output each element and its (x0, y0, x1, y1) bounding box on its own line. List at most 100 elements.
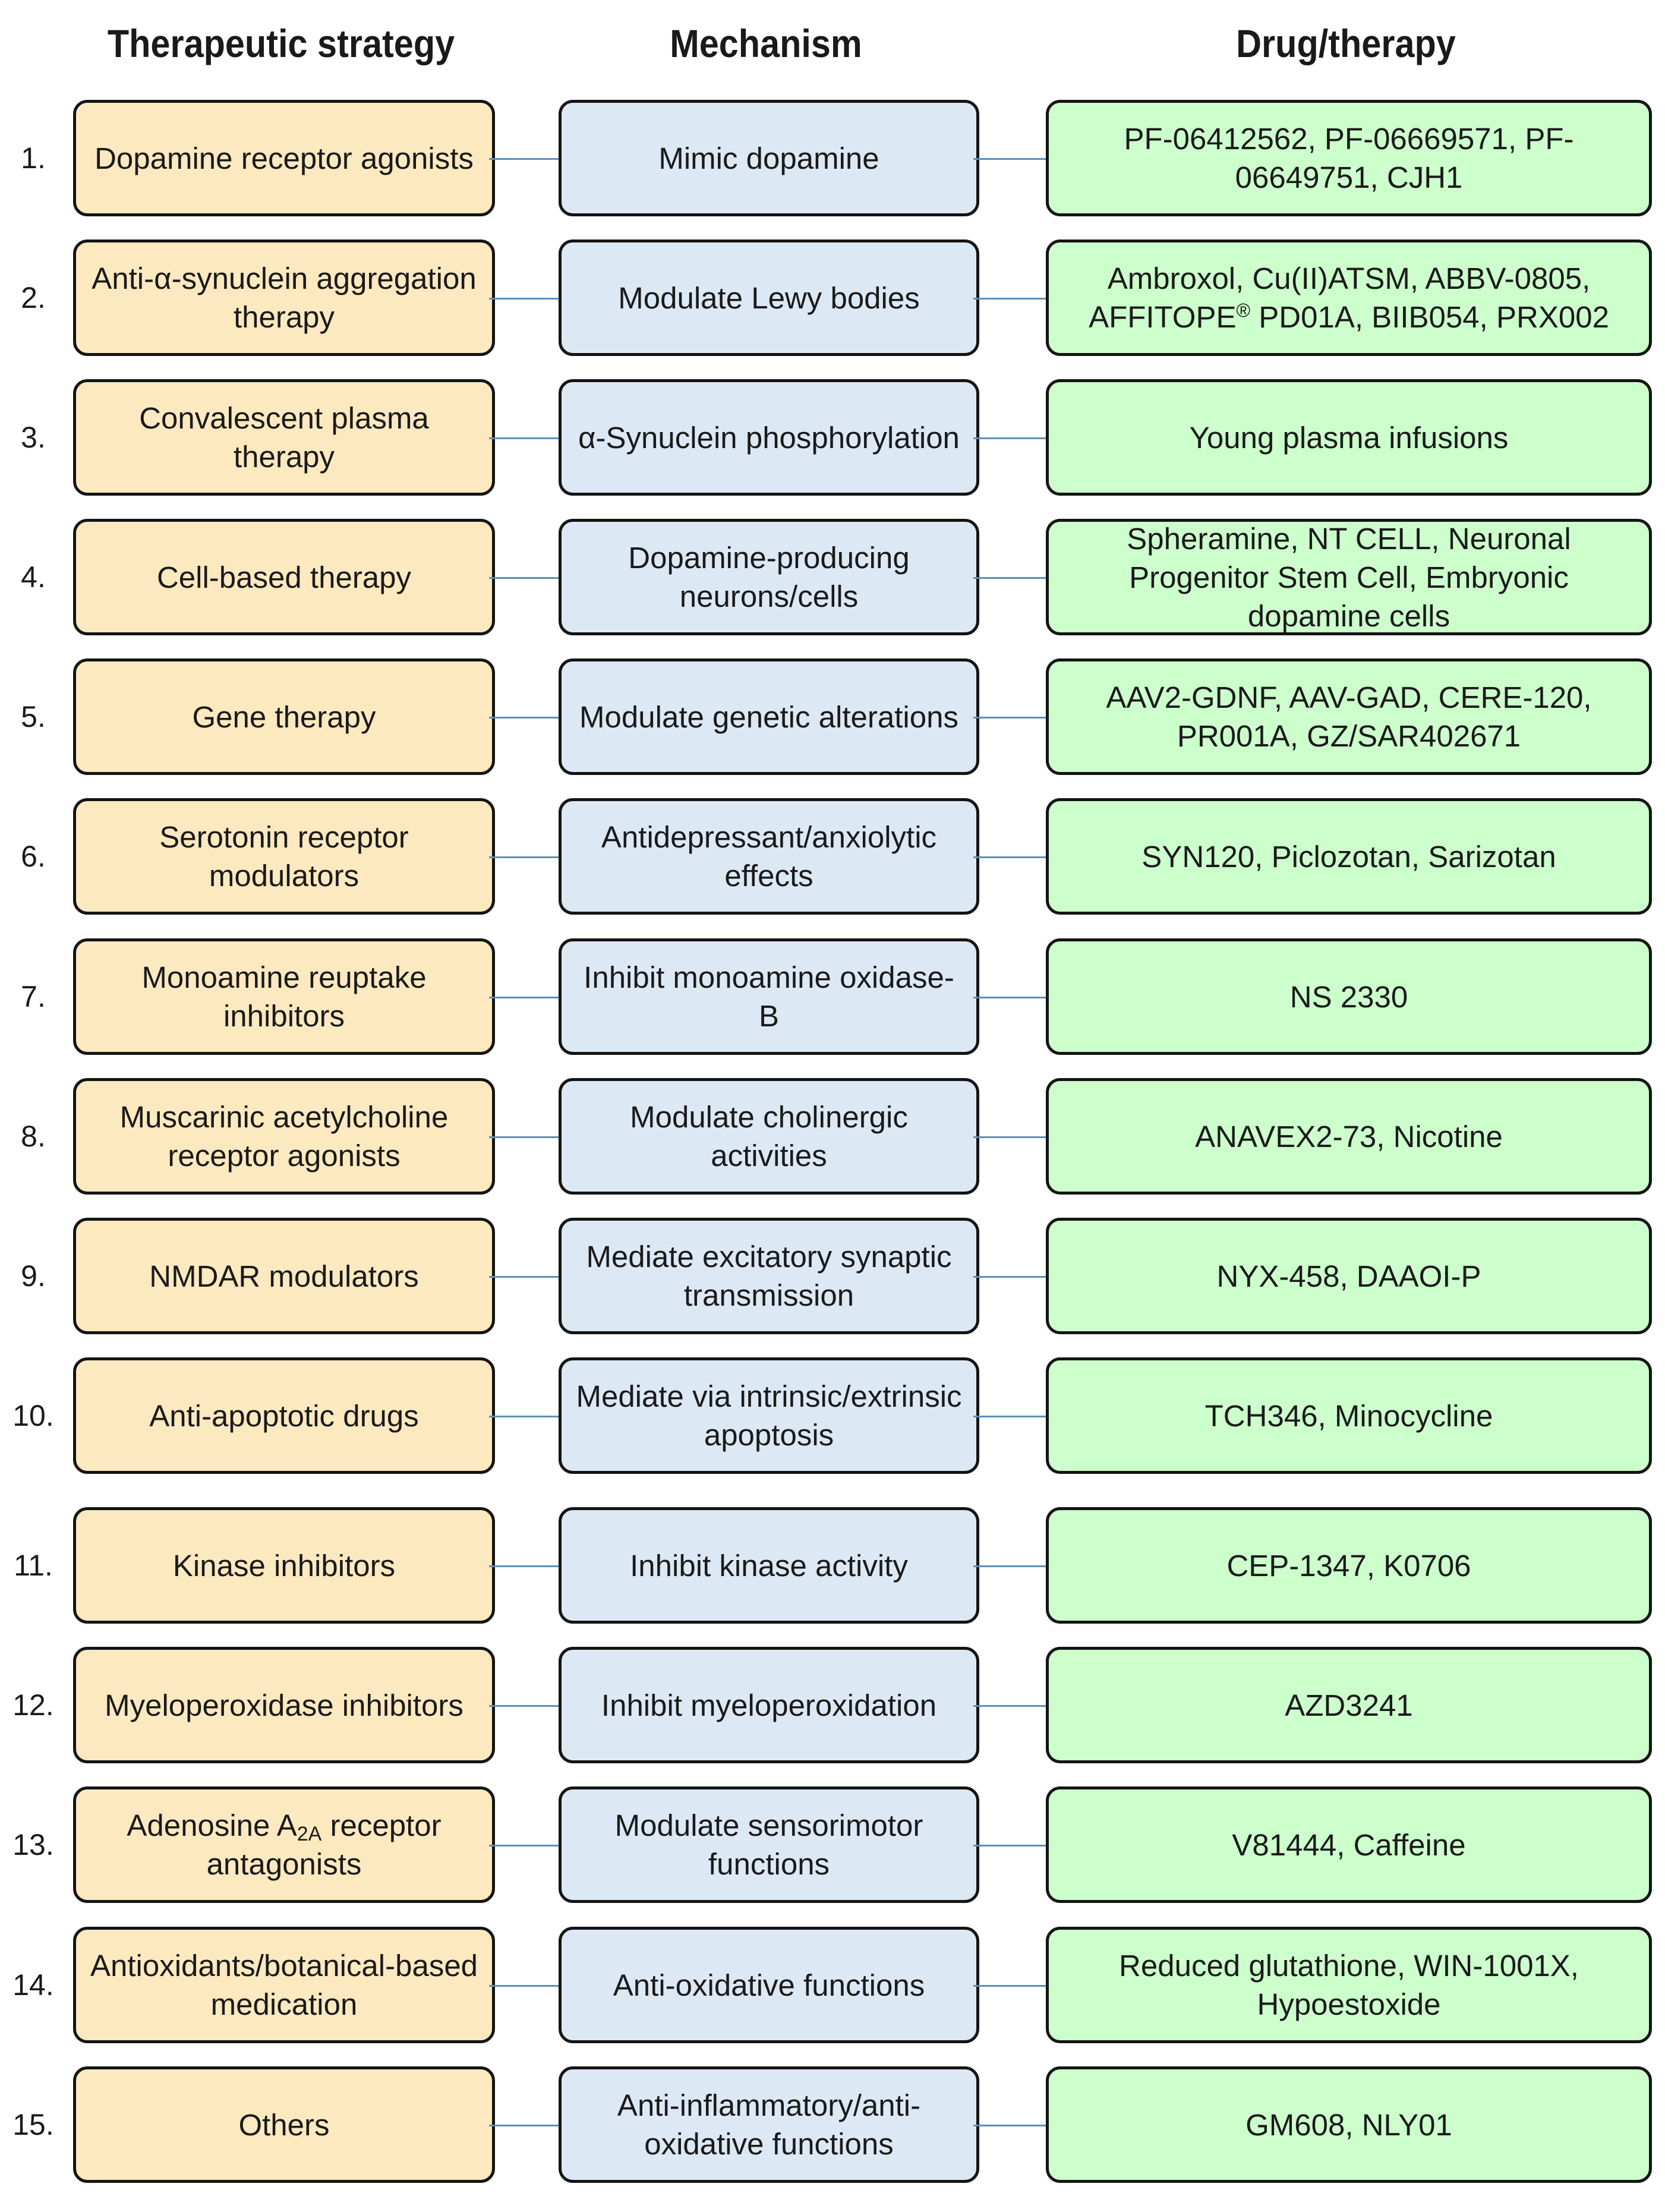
connector-line (973, 1985, 1046, 1987)
row-number: 7. (21, 980, 46, 1013)
connector-line (489, 717, 559, 719)
drug-text: NS 2330 (1289, 979, 1408, 1014)
drug-box: PF-06412562, PF-06669571, PF-06649751, C… (1046, 100, 1652, 216)
row-number: 8. (21, 1120, 46, 1153)
table-row: 2. Anti-α-synuclein aggregation therapy … (0, 240, 1665, 356)
drug-box: Ambroxol, Cu(II)ATSM, ABBV-0805, AFFITOP… (1046, 240, 1652, 356)
table-row: 8. Muscarinic acetylcholine receptor ago… (0, 1078, 1665, 1195)
table-row: 13. Adenosine A2A receptor antagonists M… (0, 1786, 1665, 1903)
mechanism-text: Mimic dopamine (658, 141, 879, 175)
mechanism-text: Mediate via intrinsic/extrinsic apoptosi… (576, 1379, 962, 1452)
row-number: 14. (12, 1968, 54, 2002)
row-number: 5. (21, 700, 46, 733)
drug-text: Reduced glutathione, WIN-1001X, Hypoesto… (1119, 1949, 1579, 2021)
drug-box: V81444, Caffeine (1046, 1786, 1652, 1903)
row-number: 10. (12, 1399, 54, 1432)
connector-line (973, 717, 1046, 719)
drug-text: CEP-1347, K0706 (1226, 1548, 1471, 1583)
connector-line (973, 856, 1046, 858)
mechanism-text: Modulate Lewy bodies (618, 281, 920, 315)
strategy-box: Serotonin receptor modulators (73, 798, 495, 915)
row-number: 9. (21, 1259, 46, 1293)
mechanism-box: α-Synuclein phosphorylation (559, 379, 979, 496)
mechanism-box: Modulate Lewy bodies (559, 240, 979, 356)
drug-text: SYN120, Piclozotan, Sarizotan (1141, 839, 1556, 874)
table-row: 1. Dopamine receptor agonists Mimic dopa… (0, 100, 1665, 216)
drug-text: Young plasma infusions (1189, 420, 1509, 455)
mechanism-text: Antidepressant/anxiolytic effects (601, 820, 937, 893)
drug-text: ANAVEX2-73, Nicotine (1195, 1119, 1503, 1154)
header-therapeutic-strategy: Therapeutic strategy (107, 21, 455, 65)
table-row: 12. Myeloperoxidase inhibitors Inhibit m… (0, 1647, 1665, 1763)
drug-box: NS 2330 (1046, 938, 1652, 1055)
connector-line (489, 158, 559, 160)
mechanism-text: Mediate excitatory synaptic transmission (586, 1240, 952, 1312)
mechanism-text: Inhibit monoamine oxidase-B (584, 960, 954, 1033)
connector-line (489, 997, 559, 998)
connector-line (489, 1136, 559, 1138)
drug-text: AZD3241 (1285, 1688, 1413, 1722)
mechanism-text: α-Synuclein phosphorylation (578, 420, 960, 455)
strategy-box: Antioxidants/botanical-based medication (73, 1927, 495, 2043)
mechanism-box: Mimic dopamine (559, 100, 979, 216)
table-row: 5. Gene therapy Modulate genetic alterat… (0, 658, 1665, 775)
row-number: 11. (14, 1549, 53, 1582)
connector-line (973, 1845, 1046, 1847)
mechanism-text: Inhibit myeloperoxidation (601, 1688, 937, 1722)
connector-line (973, 997, 1046, 998)
connector-line (973, 2125, 1046, 2126)
connector-line (973, 437, 1046, 439)
mechanism-box: Inhibit kinase activity (559, 1507, 979, 1624)
strategy-text: Others (238, 2107, 330, 2142)
strategy-box: Anti-α-synuclein aggregation therapy (73, 240, 495, 356)
drug-box: NYX-458, DAAOI-P (1046, 1218, 1652, 1334)
connector-line (489, 2125, 559, 2126)
drug-box: Young plasma infusions (1046, 379, 1652, 496)
strategy-text: Anti-α-synuclein aggregation therapy (92, 261, 477, 334)
mechanism-text: Anti-inflammatory/anti-oxidative functio… (617, 2088, 921, 2161)
drug-text: NYX-458, DAAOI-P (1216, 1259, 1481, 1293)
drug-text: V81444, Caffeine (1232, 1827, 1466, 1862)
mechanism-text: Dopamine-producing neurons/cells (628, 541, 910, 613)
mechanism-box: Modulate sensorimotor functions (559, 1786, 979, 1903)
mechanism-box: Dopamine-producing neurons/cells (559, 519, 979, 635)
strategy-text: Convalescent plasma therapy (139, 401, 429, 474)
connector-line (973, 1136, 1046, 1138)
mechanism-text: Modulate sensorimotor functions (614, 1808, 923, 1881)
drug-text: TCH346, Minocycline (1204, 1398, 1493, 1433)
connector-line (489, 856, 559, 858)
strategy-box: Myeloperoxidase inhibitors (73, 1647, 495, 1763)
strategy-text: Cell-based therapy (156, 560, 412, 594)
mechanism-text: Inhibit kinase activity (630, 1548, 908, 1583)
connector-line (489, 577, 559, 579)
strategy-box: Others (73, 2066, 495, 2183)
mechanism-box: Inhibit myeloperoxidation (559, 1647, 979, 1763)
drug-text: AAV2-GDNF, AAV-GAD, CERE-120, PR001A, GZ… (1106, 680, 1592, 753)
strategy-text: Kinase inhibitors (172, 1548, 396, 1583)
table-row: 6. Serotonin receptor modulators Antidep… (0, 798, 1665, 915)
strategy-text: Adenosine A2A receptor antagonists (127, 1808, 442, 1881)
table-row: 7. Monoamine reuptake inhibitors Inhibit… (0, 938, 1665, 1055)
drug-box: Spheramine, NT CELL, Neuronal Progenitor… (1046, 519, 1652, 635)
connector-line (489, 1845, 559, 1847)
strategy-text: Serotonin receptor modulators (159, 820, 409, 893)
drug-text: Spheramine, NT CELL, Neuronal Progenitor… (1127, 521, 1571, 633)
drug-box: AZD3241 (1046, 1647, 1652, 1763)
mechanism-box: Anti-inflammatory/anti-oxidative functio… (559, 2066, 979, 2183)
mechanism-text: Modulate cholinergic activities (630, 1100, 908, 1173)
mechanism-box: Modulate cholinergic activities (559, 1078, 979, 1195)
mechanism-box: Antidepressant/anxiolytic effects (559, 798, 979, 915)
drug-text: Ambroxol, Cu(II)ATSM, ABBV-0805, AFFITOP… (1089, 261, 1609, 334)
strategy-text: Antioxidants/botanical-based medication (90, 1949, 478, 2021)
strategy-box: Muscarinic acetylcholine receptor agonis… (73, 1078, 495, 1195)
header-drug-therapy: Drug/therapy (1236, 21, 1456, 65)
row-number: 4. (21, 560, 46, 594)
row-number: 2. (21, 281, 46, 314)
connector-line (973, 1416, 1046, 1417)
table-row: 9. NMDAR modulators Mediate excitatory s… (0, 1218, 1665, 1334)
strategy-box: NMDAR modulators (73, 1218, 495, 1334)
row-number: 3. (21, 421, 46, 454)
strategy-text: Anti-apoptotic drugs (149, 1398, 419, 1433)
connector-line (489, 1985, 559, 1987)
connector-line (489, 437, 559, 439)
